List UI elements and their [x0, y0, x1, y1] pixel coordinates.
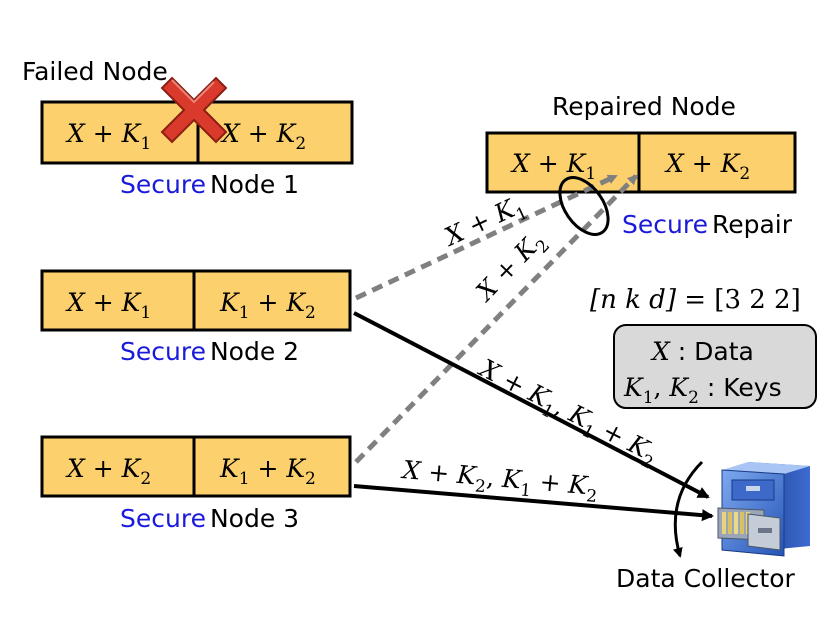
file-cabinet-icon	[717, 462, 810, 557]
node2-storage: X + K1 K1 + K2	[40, 269, 352, 332]
red-x-cross-icon	[160, 76, 228, 144]
node2-cell-1-text: X + K1	[65, 288, 151, 323]
collect-arrow-from-node2	[353, 311, 710, 499]
node3-cell-2-text: K1 + K2	[219, 454, 316, 489]
legend-line-keys: K1, K2 : Keys	[623, 373, 782, 408]
repaired-cell-2	[637, 131, 797, 194]
collect-label-node3: X + K2, K1 + K2	[399, 455, 599, 507]
repaired-node-storage: X + K1 X + K2	[485, 131, 797, 194]
collector-arc-arrow	[672, 460, 704, 558]
node1-cell-2-text: X + K2	[220, 119, 306, 154]
failed-node-label: Failed Node	[22, 57, 168, 86]
node1-cell-1-text: X + K1	[65, 119, 151, 154]
collect-arrow-from-node3	[353, 484, 714, 522]
node2-cell-2-text: K1 + K2	[219, 288, 316, 323]
node3-cell-1	[40, 435, 196, 498]
legend-line-data: X : Data	[650, 337, 754, 366]
node2-cell-2	[192, 269, 352, 332]
repaired-node-label: Repaired Node	[552, 92, 736, 121]
secure-repair-ellipse	[558, 176, 610, 236]
repaired-cell-1-text: X + K1	[510, 149, 596, 184]
repair-label-node3: X + K2	[469, 225, 554, 311]
legend-box: X : Data K1, K2 : Keys	[613, 324, 817, 409]
node3-cell-1-text: X + K2	[65, 454, 151, 489]
repair-arrow-from-node3	[354, 174, 638, 464]
code-parameters: [n k d] = [3 2 2]	[590, 285, 801, 315]
node3-cell-2	[192, 435, 352, 498]
repaired-cell-2-text: X + K2	[664, 149, 750, 184]
node3-storage: X + K2 K1 + K2	[40, 435, 352, 498]
node1-storage: X + K1 X + K2	[40, 100, 354, 165]
repair-arrow-from-node2	[354, 173, 618, 301]
data-collector-label: Data Collector	[616, 564, 796, 593]
